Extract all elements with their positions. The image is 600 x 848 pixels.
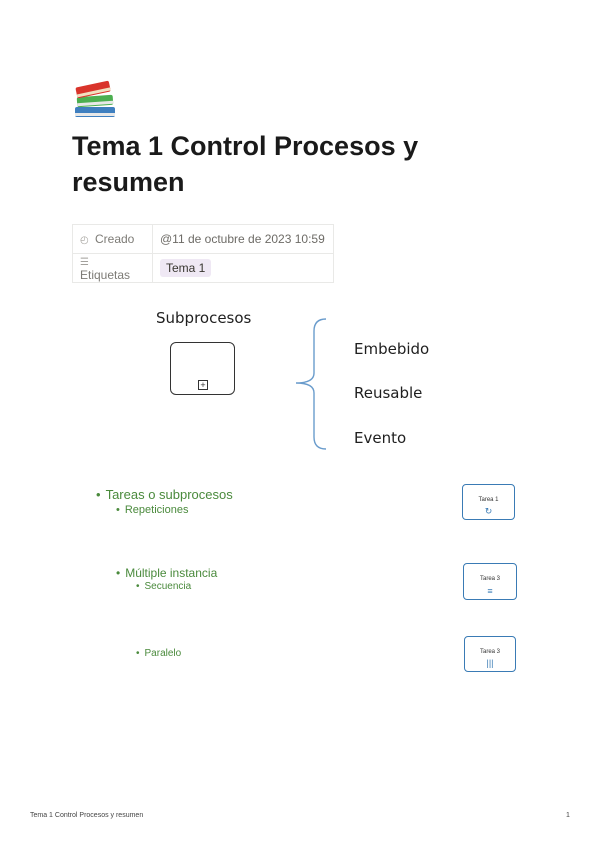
tag-badge[interactable]: Tema 1	[160, 259, 212, 277]
collapsed-marker-icon: +	[198, 380, 208, 390]
task-label: Tarea 3	[479, 576, 500, 582]
page-title: Tema 1 Control Procesos y resumen	[72, 131, 419, 197]
list-item: •Múltiple instancia	[116, 566, 218, 580]
curly-brace-icon	[295, 318, 327, 450]
list-item: •Secuencia	[136, 581, 192, 592]
footer-title: Tema 1 Control Procesos y resumen	[30, 812, 144, 819]
property-key: Creado	[95, 232, 135, 246]
loop-icon: ↻	[484, 506, 493, 516]
list-icon: ☰	[80, 257, 89, 268]
task-parallel-shape: Tarea 3 |||	[464, 636, 516, 672]
option-reusable: Reusable	[354, 384, 423, 402]
option-evento: Evento	[354, 429, 407, 447]
books-emoji-icon	[75, 80, 115, 117]
task-sequential-shape: Tarea 3 ≡	[463, 563, 517, 600]
sequential-icon: ≡	[487, 586, 493, 596]
properties-table: ◴ Creado @11 de octubre de 2023 10:59 ☰Et…	[72, 224, 334, 283]
list-item: •Tareas o subprocesos	[96, 487, 233, 502]
subprocess-shape: +	[170, 342, 235, 395]
task-label: Tarea 3	[479, 649, 500, 655]
subprocesos-title: Subprocesos	[156, 309, 252, 327]
property-key: Etiquetas	[80, 268, 131, 282]
list-item: •Paralelo	[136, 648, 182, 659]
task-label: Tarea 1	[478, 497, 499, 503]
parallel-icon: |||	[486, 658, 494, 668]
task-loop-shape: Tarea 1 ↻	[462, 484, 515, 520]
property-row-tags: ☰Etiquetas Tema 1	[72, 253, 334, 283]
property-row-created: ◴ Creado @11 de octubre de 2023 10:59	[72, 224, 334, 254]
option-embebido: Embebido	[354, 340, 430, 358]
list-item: •Repeticiones	[116, 504, 189, 516]
page-number: 1	[566, 812, 570, 819]
property-value-date: @11 de octubre de 2023 10:59	[160, 232, 325, 246]
clock-icon: ◴	[80, 235, 89, 246]
